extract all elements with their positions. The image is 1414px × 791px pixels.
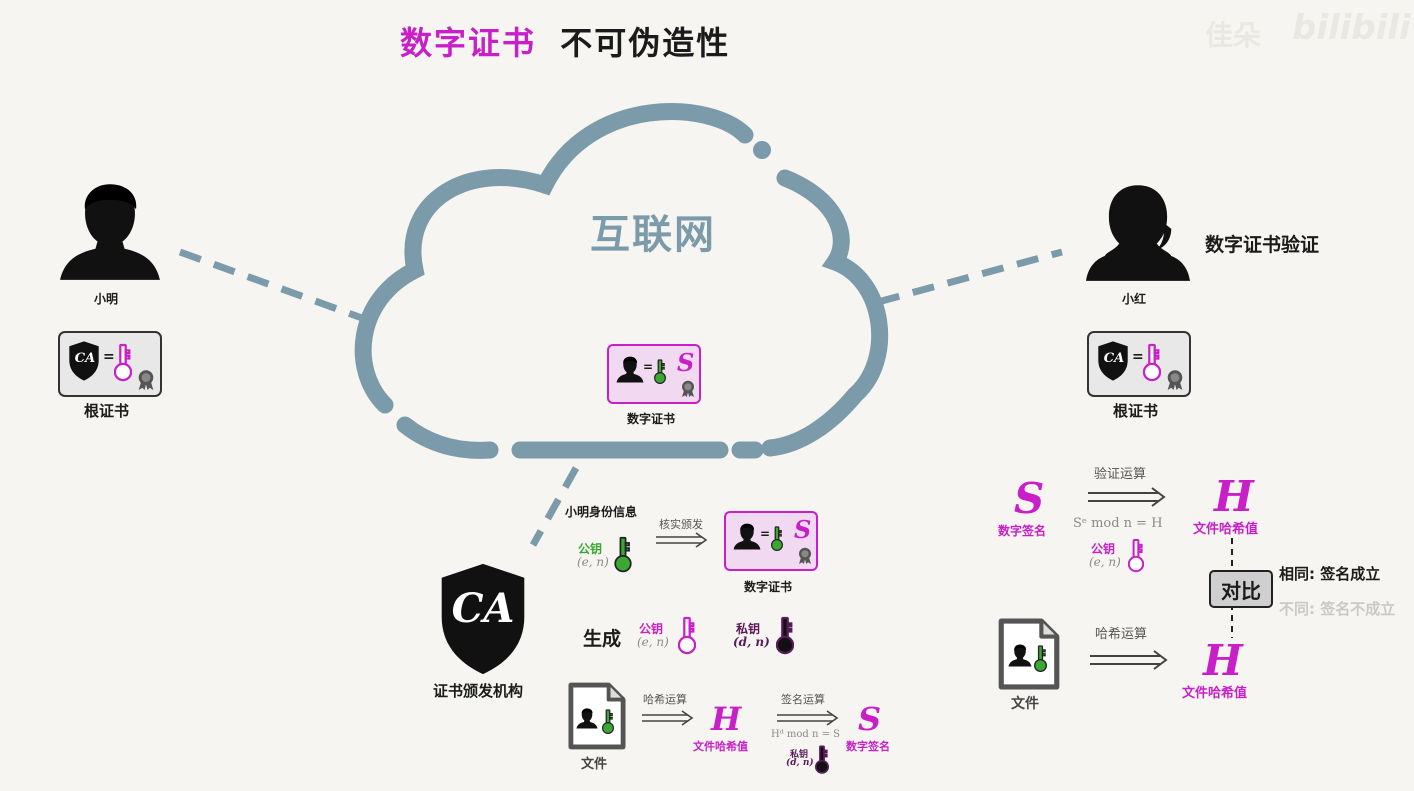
private-key-icon: [815, 745, 829, 775]
ca-shield-text: CA: [1103, 351, 1125, 366]
key-icon: [114, 343, 132, 383]
gen-public-key-label: 公钥: [639, 622, 664, 636]
result-same: 相同: 签名成立: [1279, 565, 1381, 583]
verify-hash2-symbol: H: [1203, 636, 1243, 685]
bottom-sign-formula: Hᵈ mod n = S: [771, 729, 841, 740]
verify-formula: Sᵉ mod n = H: [1073, 516, 1163, 531]
arrow-icon: [1088, 487, 1166, 507]
key-icon: [602, 708, 614, 736]
arrow-icon: [777, 710, 839, 726]
gen-private-key-label: 私钥: [736, 622, 761, 636]
verify-hash-label: 文件哈希值: [1193, 522, 1259, 537]
verify-hash2-label: 文件哈希值: [1182, 686, 1248, 701]
person-icon: [1008, 642, 1032, 668]
compare-button: 对比: [1209, 570, 1273, 608]
right-root-certificate: CA =: [1087, 331, 1191, 397]
bottom-signature-label: 数字签名: [846, 740, 890, 753]
verify-hash-op-label: 哈希运算: [1095, 627, 1148, 642]
left-user-name: 小明: [94, 292, 119, 306]
link-left-user: [178, 248, 364, 322]
person-icon: [576, 706, 598, 730]
link-right-user: [877, 248, 1063, 306]
generate-label: 生成: [583, 628, 622, 650]
verify-public-key-params: (e, n): [1089, 555, 1121, 569]
bottom-sign-op-label: 签名运算: [781, 693, 825, 706]
arrow-icon: [642, 710, 694, 726]
identity-info-label: 小明身份信息: [565, 505, 638, 519]
seal-icon: [679, 378, 697, 398]
issued-cert-label: 数字证书: [744, 580, 793, 594]
right-root-cert-label: 根证书: [1113, 402, 1159, 420]
bottom-hash-symbol: H: [711, 700, 742, 738]
signature-symbol: S: [677, 348, 695, 377]
bottom-hash-label: 文件哈希值: [693, 740, 748, 753]
seal-icon: [1164, 367, 1186, 391]
ca-label: 证书颁发机构: [433, 682, 524, 700]
bottom-private-key-label: 私钥: [790, 750, 809, 760]
bottom-file-label: 文件: [581, 757, 608, 772]
watermark-brand: bilibili: [1292, 8, 1411, 48]
verify-public-key-label: 公钥: [1091, 542, 1116, 556]
public-key-icon: [678, 616, 696, 656]
cloud-dot: [753, 141, 771, 159]
equals-sign: =: [103, 349, 115, 365]
link-ca: [529, 466, 580, 547]
right-user-name: 小红: [1122, 292, 1147, 306]
verify-signature-symbol: S: [1014, 474, 1045, 523]
left-root-cert-label: 根证书: [84, 402, 130, 420]
gen-private-key-params: (d, n): [733, 635, 770, 649]
title-digital-certificate: 数字证书: [400, 24, 537, 62]
issue-public-key-params: (e, n): [577, 555, 609, 569]
verify-title: 数字证书验证: [1205, 234, 1320, 256]
center-cert-label: 数字证书: [627, 412, 676, 426]
bottom-private-key-params: (d, n): [786, 758, 814, 768]
key-icon: [1143, 343, 1161, 383]
bottom-hash-op-label: 哈希运算: [643, 693, 687, 706]
woman-icon: [1086, 178, 1190, 284]
public-key-icon: [614, 536, 632, 574]
seal-icon: [135, 367, 157, 391]
issued-certificate: = S: [724, 511, 818, 571]
private-key-icon: [776, 616, 794, 656]
equals-sign: =: [760, 527, 771, 541]
issue-action-label: 核实颁发: [659, 518, 703, 531]
cloud-label: 互联网: [590, 212, 716, 258]
ca-shield-text: CA: [74, 351, 96, 366]
watermark-author: 佳朵: [1205, 19, 1262, 52]
equals-sign: =: [643, 360, 654, 374]
verify-signature-label: 数字签名: [998, 524, 1047, 538]
key-icon: [771, 525, 783, 553]
key-icon: [1034, 644, 1047, 674]
key-icon: [654, 358, 666, 386]
equals-sign: =: [1132, 349, 1144, 365]
issue-public-key-label: 公钥: [578, 542, 603, 556]
cloud-bottom-left: [396, 416, 499, 459]
verify-op-label: 验证运算: [1094, 467, 1147, 482]
result-different: 不同: 签名不成立: [1279, 600, 1396, 618]
arrow-icon: [1090, 650, 1168, 670]
bottom-signature-symbol: S: [858, 700, 882, 738]
verify-hash-symbol: H: [1214, 472, 1254, 521]
public-key-icon: [1128, 538, 1144, 574]
ca-badge-text: CA: [451, 585, 515, 632]
page-title: 数字证书 不可伪造性: [400, 18, 730, 64]
left-root-certificate: CA =: [58, 331, 162, 397]
center-certificate: = S: [607, 344, 701, 404]
verify-file-label: 文件: [1011, 696, 1039, 712]
cloud-outline-right: [761, 169, 889, 457]
person-icon: [616, 354, 644, 384]
person-icon: [733, 521, 761, 551]
title-unforgeability: 不可伪造性: [560, 24, 731, 62]
cloud-outline: [354, 103, 754, 414]
seal-icon: [796, 545, 814, 565]
gen-public-key-params: (e, n): [637, 635, 669, 649]
signature-symbol: S: [794, 515, 812, 544]
arrow-icon: [656, 532, 708, 548]
person-icon: [58, 178, 162, 282]
